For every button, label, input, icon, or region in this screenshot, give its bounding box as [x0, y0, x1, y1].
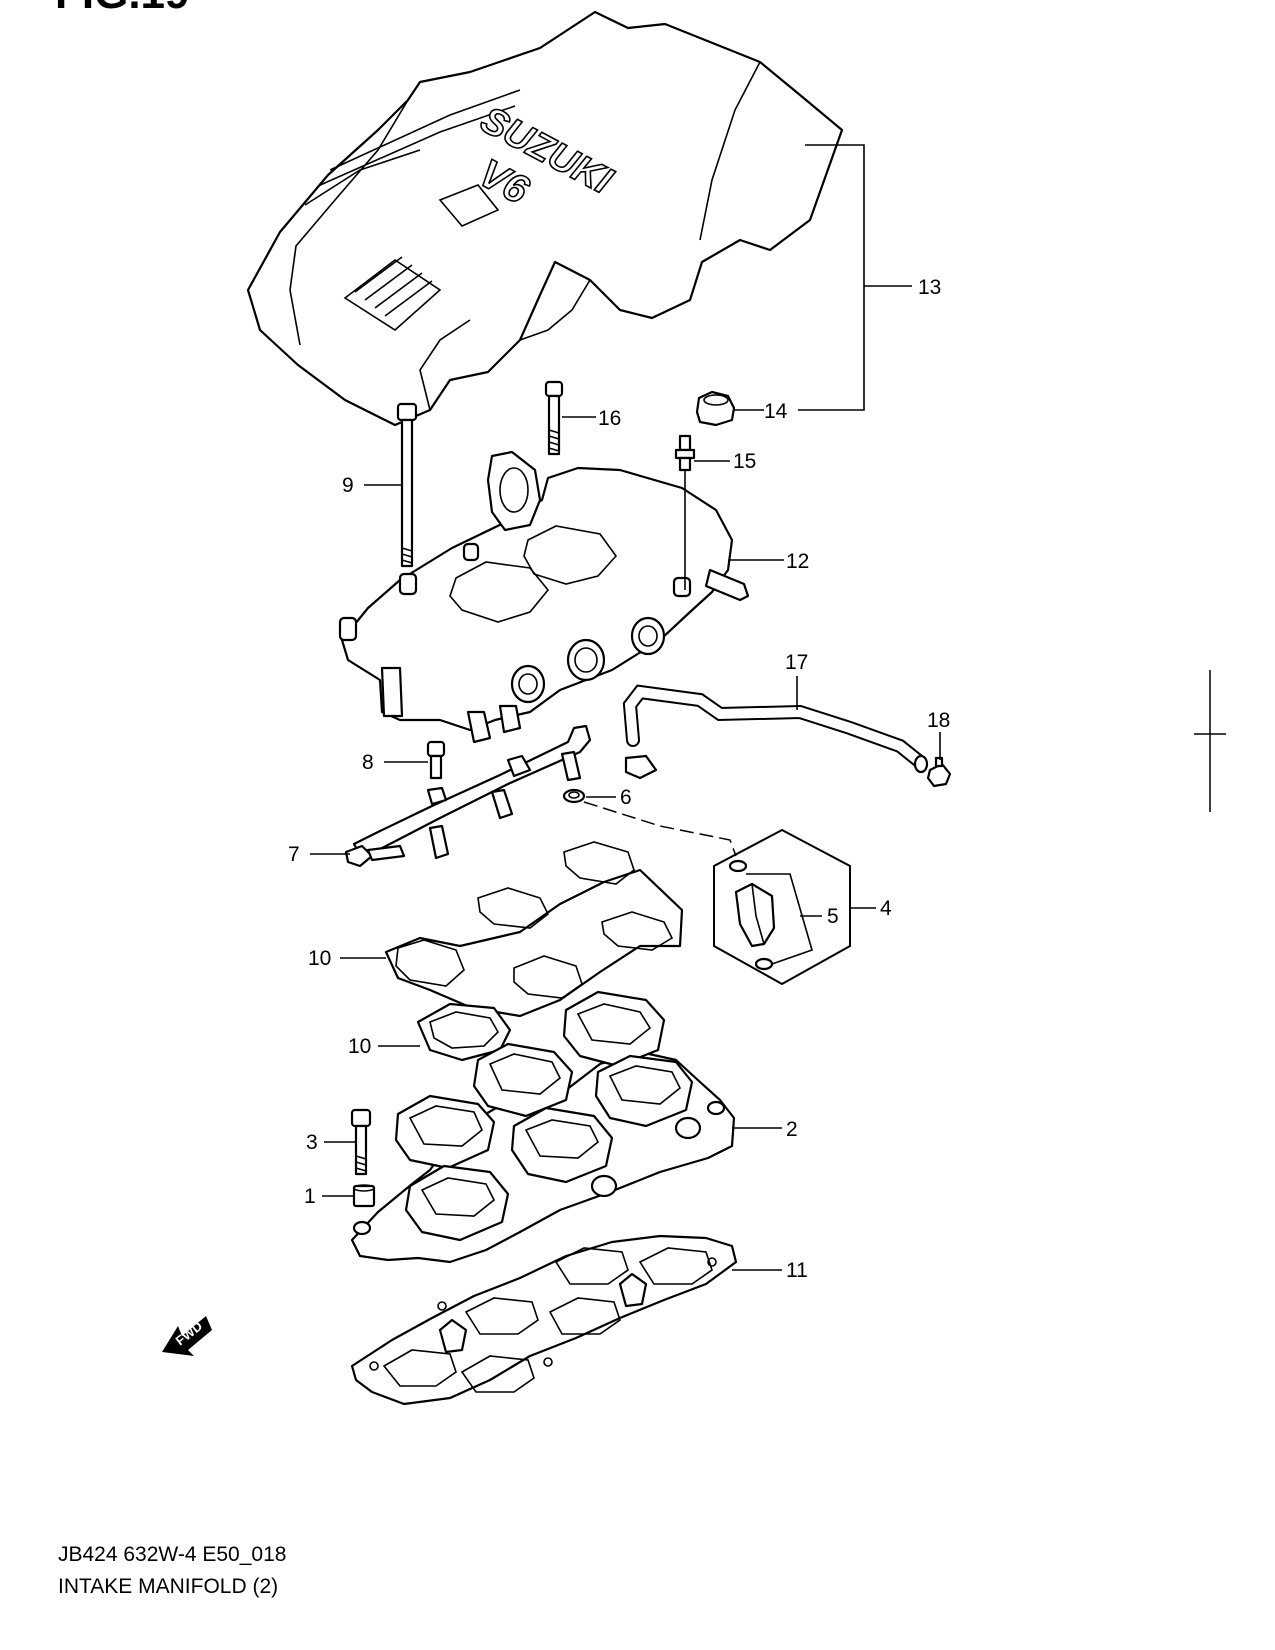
callout-3: 3	[306, 1131, 318, 1154]
figure-code: JB424 632W-4 E50_018	[58, 1543, 287, 1566]
callout-1: 1	[304, 1185, 316, 1208]
forward-arrow: FWD	[162, 1316, 212, 1356]
callout-10-upper: 10	[308, 947, 331, 970]
vacuum-hose	[622, 684, 929, 780]
callout-5: 5	[827, 905, 839, 928]
callout-18: 18	[927, 709, 950, 732]
upper-intake-plenum	[338, 450, 750, 744]
manifold-gasket-lower	[416, 1002, 512, 1062]
callout-4: 4	[880, 897, 892, 920]
manifold-base-gasket	[350, 1234, 738, 1406]
callout-13: 13	[918, 276, 941, 299]
fuel-rail	[344, 724, 592, 868]
callout-12: 12	[786, 550, 809, 573]
cover-grille	[343, 256, 442, 332]
rail-bolt	[426, 740, 446, 780]
lower-intake-manifold	[350, 990, 736, 1264]
engine-cover: SUZUKI V6	[246, 10, 844, 427]
cover-grommet	[695, 390, 736, 427]
callout-11: 11	[786, 1259, 808, 1282]
callout-14: 14	[764, 400, 788, 423]
injector-kit	[713, 828, 851, 986]
callout-7: 7	[288, 843, 300, 866]
leader-lines	[310, 144, 941, 1271]
manifold-bolt	[350, 1108, 372, 1176]
stud-bolt	[674, 434, 696, 472]
crop-mark	[1194, 670, 1226, 812]
figure-name: INTAKE MANIFOLD (2)	[58, 1575, 279, 1598]
callout-9: 9	[342, 474, 354, 497]
long-bolt	[396, 402, 418, 568]
figure-title: FIG.19	[55, 0, 190, 18]
callout-8: 8	[362, 751, 374, 774]
callout-10-lower: 10	[348, 1035, 371, 1058]
callout-17: 17	[785, 651, 808, 674]
callout-15: 15	[733, 450, 756, 473]
dowel-collar	[352, 1184, 376, 1208]
callout-16: 16	[598, 407, 621, 430]
injector-seal	[562, 788, 586, 804]
callout-numbers: 1 2 3 4 5 6 7 8 9 10 10 11 12 13 14 15 1…	[288, 276, 950, 1282]
callout-6: 6	[620, 786, 632, 809]
hose-clamp	[926, 756, 952, 788]
manifold-gasket-upper	[384, 841, 684, 1018]
callout-2: 2	[786, 1118, 798, 1141]
cover-bolt	[544, 380, 564, 456]
